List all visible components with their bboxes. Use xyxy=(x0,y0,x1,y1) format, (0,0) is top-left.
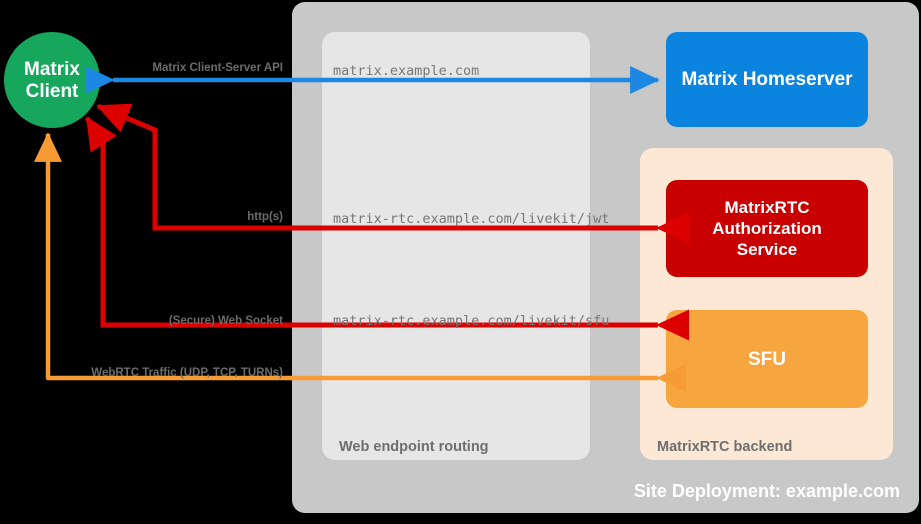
node-matrix-homeserver[interactable] xyxy=(666,32,868,127)
flow-webrtc-line xyxy=(34,132,686,392)
flow-websocket-caption: (Secure) Web Socket xyxy=(168,315,283,327)
node-sfu[interactable] xyxy=(666,310,868,408)
endpoint-livekit-jwt-label: matrix-rtc.example.com/livekit/jwt xyxy=(333,211,610,227)
node-matrixrtc-authorization-service[interactable] xyxy=(666,180,868,277)
endpoint-matrix-label: matrix.example.com xyxy=(333,63,480,79)
web-endpoint-routing-caption: Web endpoint routing xyxy=(339,439,489,455)
node-matrix-client[interactable] xyxy=(4,32,100,128)
site-deployment-caption: Site Deployment: example.com xyxy=(633,481,900,501)
flow-https-caption: http(s) xyxy=(247,211,283,223)
endpoint-livekit-sfu-label: matrix-rtc.example.com/livekit/sfu xyxy=(333,313,610,329)
web-endpoint-routing-container xyxy=(322,32,590,460)
matrixrtc-backend-caption: MatrixRTC backend xyxy=(657,439,793,455)
flow-webrtc-caption: WebRTC Traffic (UDP, TCP, TURNs) xyxy=(91,367,283,379)
flow-client-server-api-caption: Matrix Client-Server API xyxy=(152,62,283,74)
